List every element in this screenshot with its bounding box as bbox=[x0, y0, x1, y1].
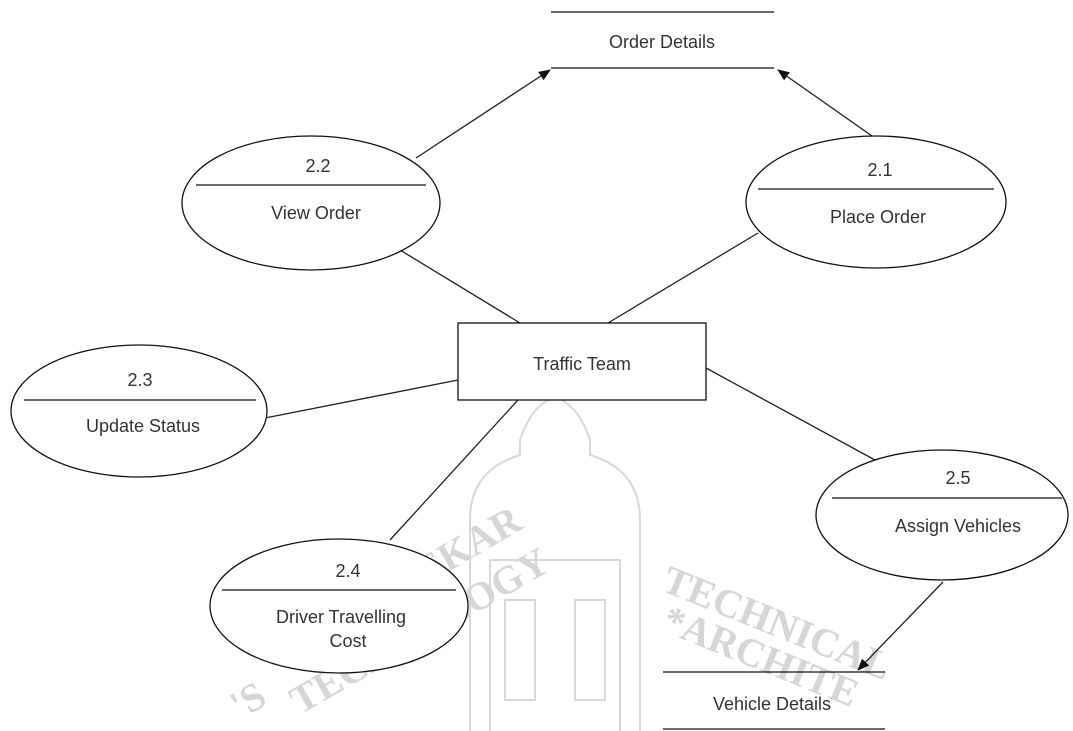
process-label: Assign Vehicles bbox=[895, 516, 1021, 536]
process-id: 2.2 bbox=[305, 156, 330, 176]
flow-traffic-team-to-assign-vehicles bbox=[705, 367, 876, 461]
process-label: View Order bbox=[271, 203, 361, 223]
process-label: Driver Travelling bbox=[276, 607, 406, 627]
datastore-order-details[interactable]: Order Details bbox=[551, 11, 774, 69]
watermark-text-s: 'S bbox=[222, 672, 273, 728]
flow-place-order-to-traffic-team bbox=[607, 232, 759, 324]
process-view-order[interactable]: 2.2 View Order bbox=[181, 135, 441, 271]
process-id: 2.5 bbox=[945, 468, 970, 488]
process-label: Update Status bbox=[86, 416, 200, 436]
flow-view-order-to-order-details bbox=[415, 69, 551, 159]
datastore-label: Order Details bbox=[609, 32, 715, 52]
entity-label: Traffic Team bbox=[533, 354, 631, 374]
process-label: Place Order bbox=[830, 207, 926, 227]
process-assign-vehicles[interactable]: 2.5 Assign Vehicles bbox=[815, 449, 1069, 581]
process-ellipse bbox=[815, 449, 1069, 581]
process-id: 2.3 bbox=[127, 370, 152, 390]
process-ellipse bbox=[209, 538, 469, 674]
flow-update-status-to-traffic-team bbox=[264, 379, 459, 419]
process-update-status[interactable]: 2.3 Update Status bbox=[10, 344, 268, 478]
watermark-dome bbox=[469, 380, 641, 731]
entity-traffic-team[interactable]: Traffic Team bbox=[457, 322, 707, 401]
process-label-line2: Cost bbox=[329, 631, 366, 651]
process-id: 2.4 bbox=[335, 561, 360, 581]
datastore-vehicle-details[interactable]: Vehicle Details bbox=[663, 671, 885, 730]
watermark-building bbox=[489, 559, 621, 731]
flow-traffic-team-to-driver-cost bbox=[389, 399, 519, 541]
flow-place-order-to-order-details bbox=[777, 69, 873, 137]
process-ellipse bbox=[181, 135, 441, 271]
datastore-label: Vehicle Details bbox=[713, 694, 831, 714]
flow-view-order-to-traffic-team bbox=[399, 249, 521, 324]
process-id: 2.1 bbox=[867, 160, 892, 180]
process-ellipse bbox=[745, 135, 1007, 269]
process-place-order[interactable]: 2.1 Place Order bbox=[745, 135, 1007, 269]
entity-box bbox=[457, 322, 707, 401]
process-driver-travelling-cost[interactable]: 2.4 Driver Travelling Cost bbox=[209, 538, 469, 674]
process-ellipse bbox=[10, 344, 268, 478]
watermark-windows bbox=[504, 599, 606, 701]
flow-assign-vehicles-to-vehicle-details bbox=[857, 581, 944, 671]
